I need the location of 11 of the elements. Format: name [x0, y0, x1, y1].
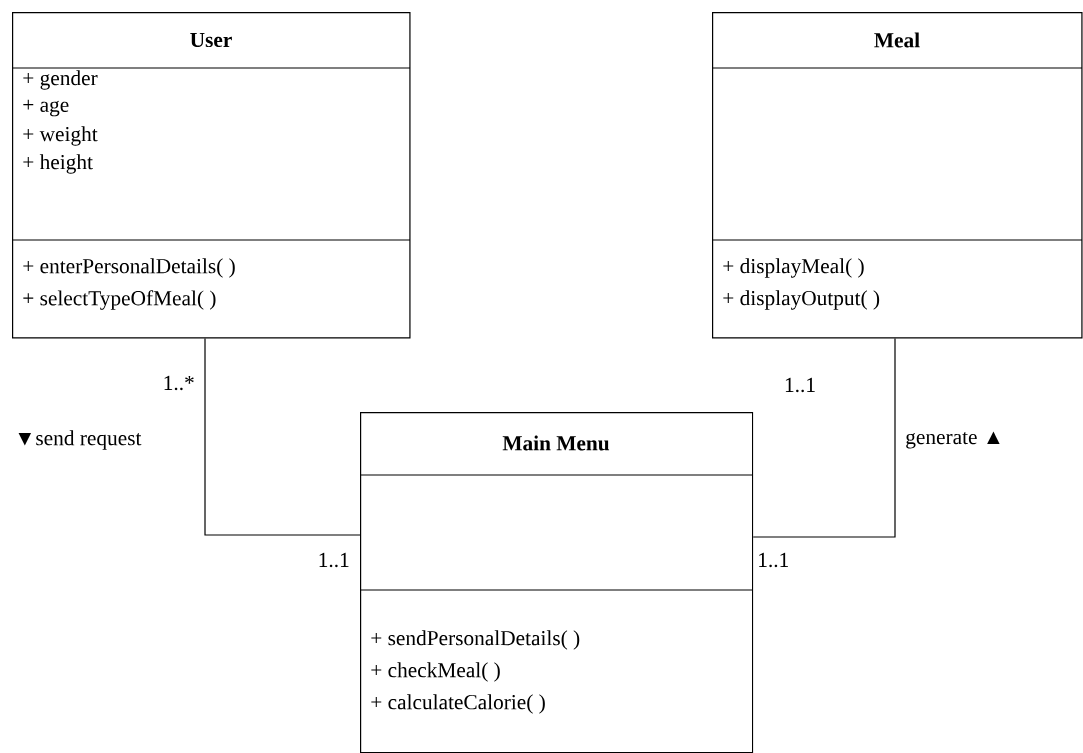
class-box: User + gender + age + weight + height + enterPersonalDetails( ) + selectTypeOfMeal( ): [11, 12, 411, 339]
association-line: [204, 337, 361, 536]
multiplicity-label: 1..*: [164, 375, 194, 391]
edge-label: ▼send request: [18, 430, 142, 450]
class-box: Main Menu + sendPersonalDetails( ) + checkMeal( ) + calculateCalorie( ): [359, 412, 754, 753]
multiplicity-label: 1..1: [319, 552, 349, 568]
association-line: [752, 337, 896, 538]
class-box: Meal + displayMeal( ) + displayOutput( ): [711, 12, 1083, 339]
multiplicity-label: 1..1: [785, 377, 815, 393]
edge-label: generate ▲: [906, 431, 1000, 449]
multiplicity-label: 1..1: [759, 552, 788, 568]
